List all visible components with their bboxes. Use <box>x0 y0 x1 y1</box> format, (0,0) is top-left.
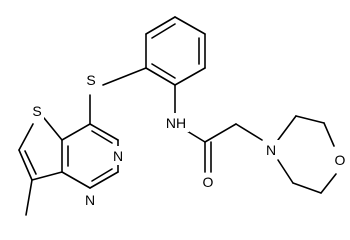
svg-text:O: O <box>203 174 214 190</box>
methyl-group <box>25 179 33 216</box>
benzene-ring <box>145 16 206 86</box>
svg-text:O: O <box>335 152 346 168</box>
svg-text:NH: NH <box>166 115 186 131</box>
thiophene-ring <box>18 117 63 181</box>
morpholine-ring <box>277 115 337 194</box>
svg-text:N: N <box>266 142 276 158</box>
atom-label-n-pyrimidine-upper: N <box>111 146 126 165</box>
atom-label-s-thioether: S <box>83 71 98 90</box>
atom-label-s-thiophene: S <box>29 102 44 121</box>
atom-label-nh-amide: NH <box>163 113 189 132</box>
svg-text:N: N <box>113 148 123 164</box>
thioether-bridge <box>89 67 147 125</box>
atom-label-o-carbonyl: O <box>201 173 216 192</box>
atom-label-n-pyrimidine-lower: N <box>83 190 98 209</box>
svg-text:S: S <box>32 103 41 119</box>
pyrimidine-ring <box>61 123 119 189</box>
atom-label-n-morpholine: N <box>264 140 279 159</box>
svg-text:S: S <box>86 72 95 88</box>
amide-chain <box>174 84 263 173</box>
svg-text:N: N <box>85 192 95 208</box>
atom-label-o-morpholine: O <box>332 151 347 170</box>
